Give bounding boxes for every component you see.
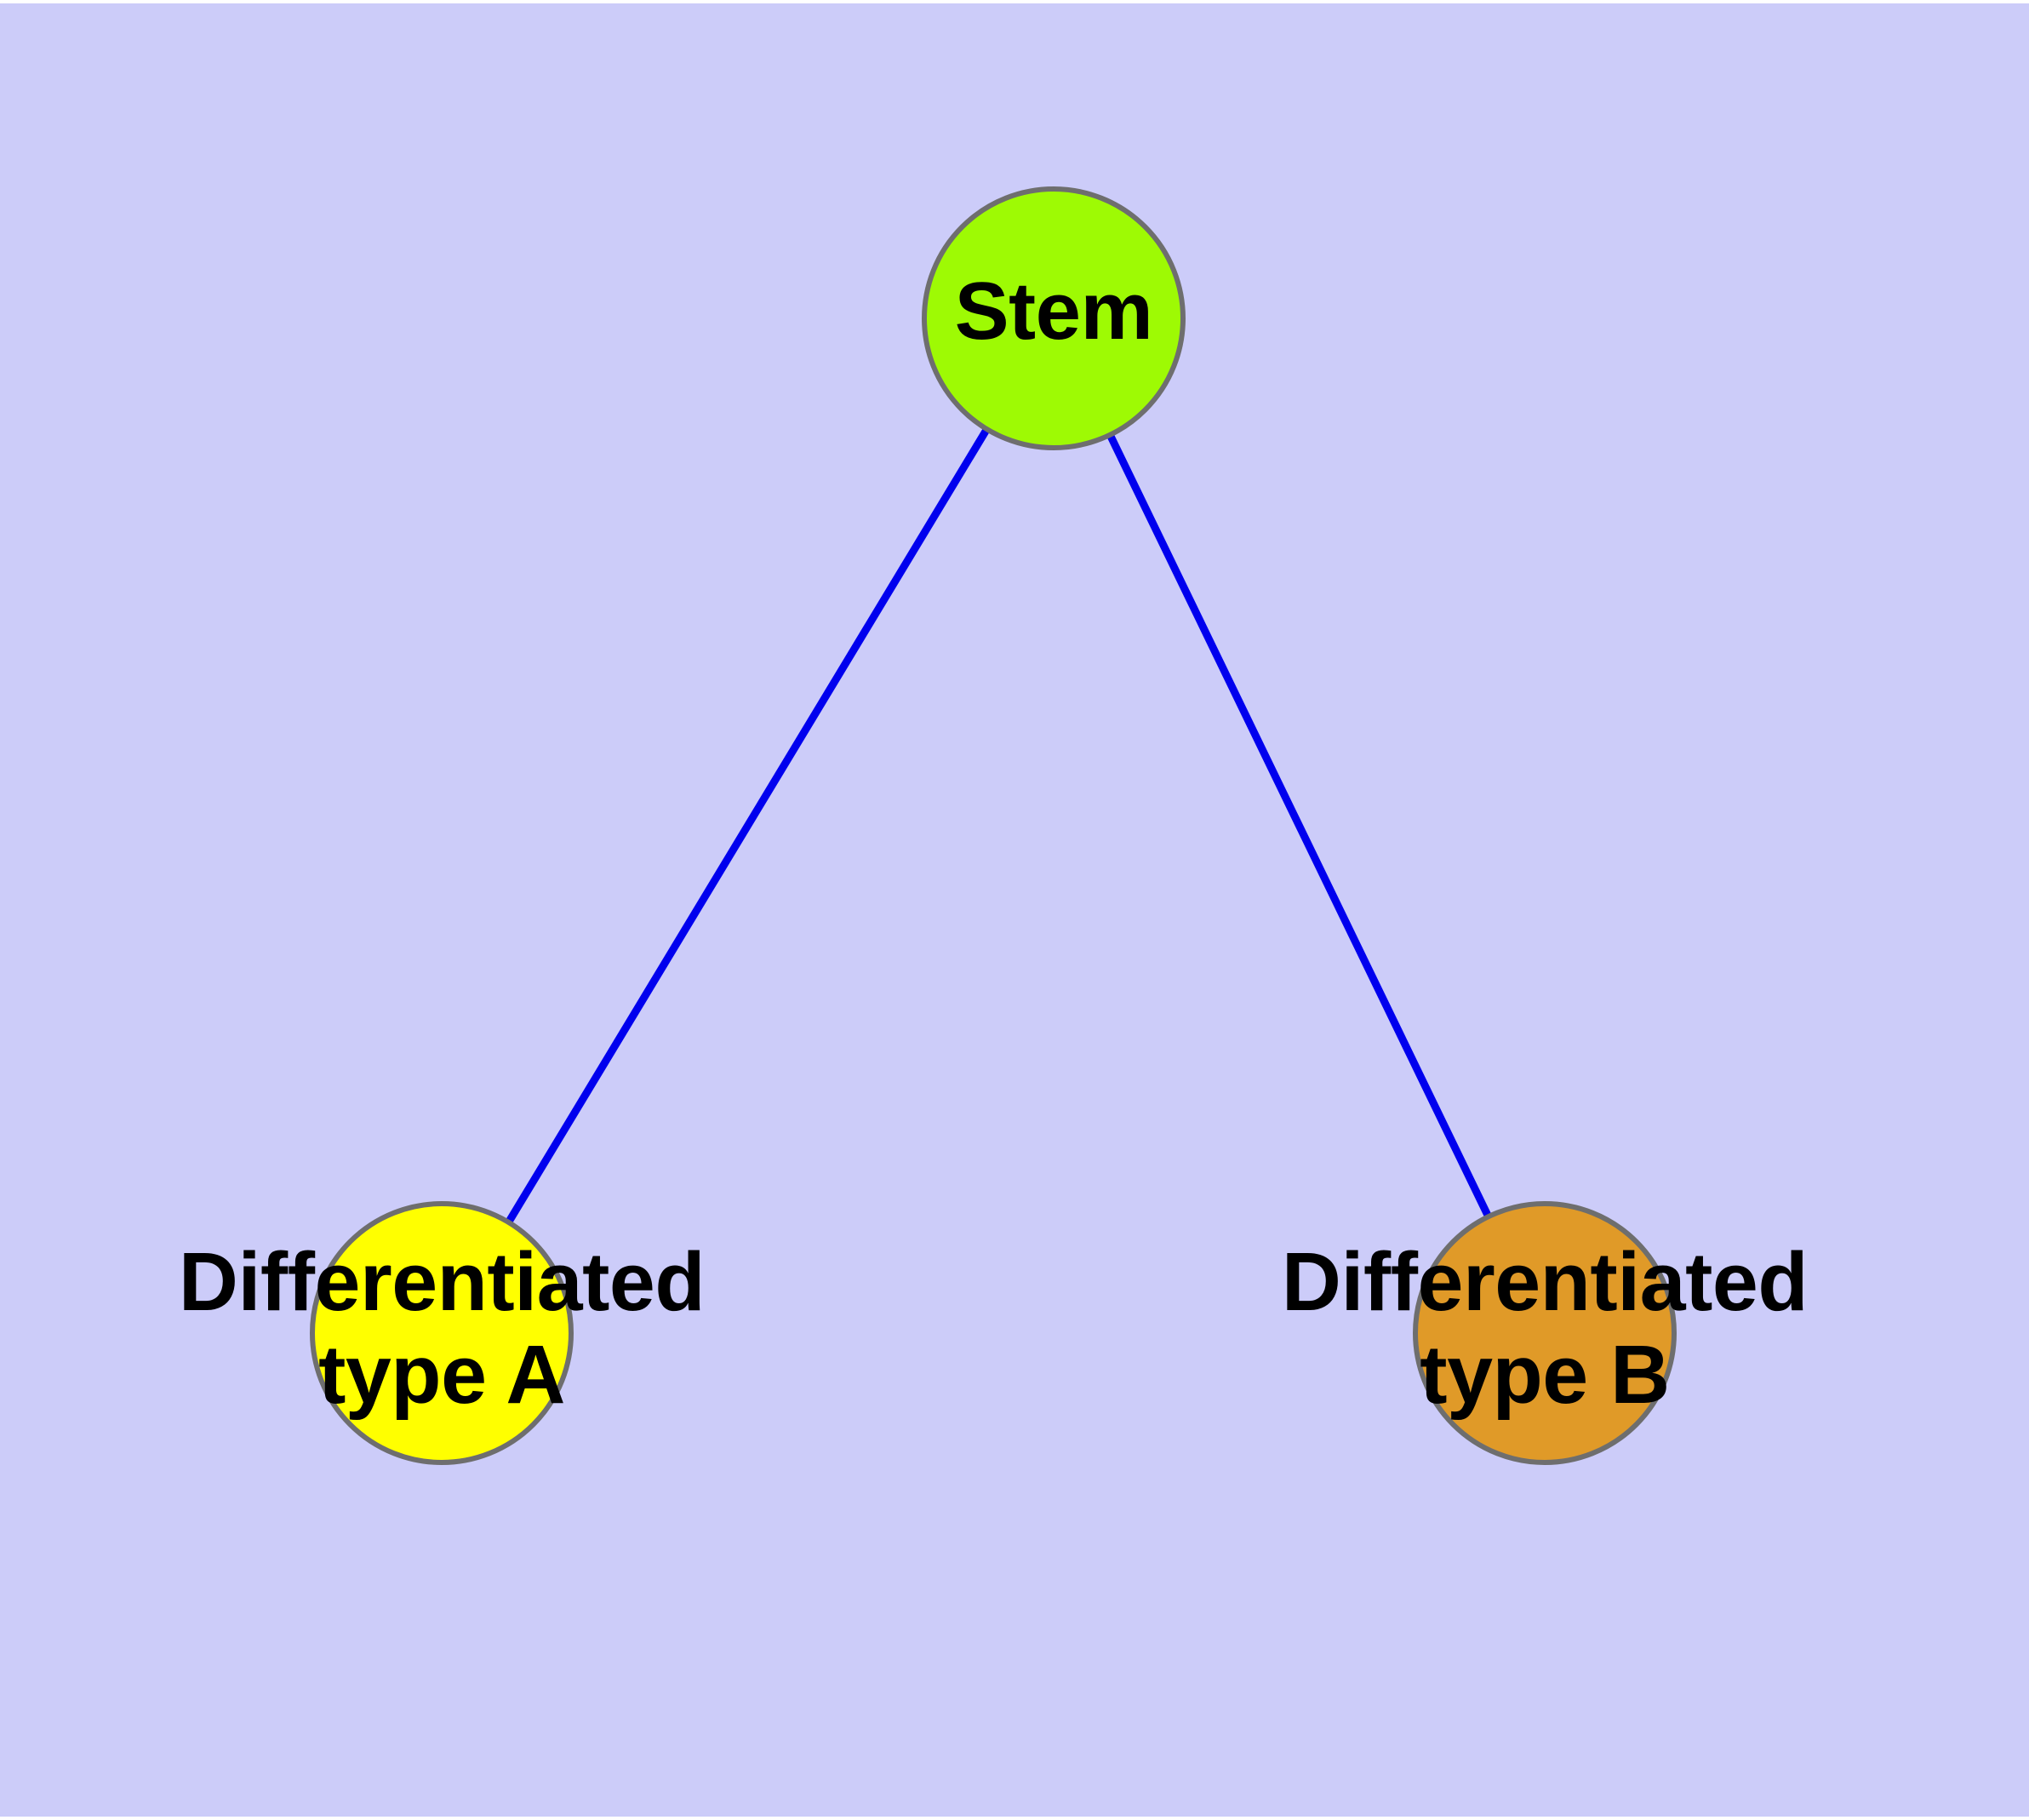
node-differentiated-type-b[interactable]	[1413, 1201, 1677, 1465]
node-differentiated-type-a[interactable]	[310, 1201, 574, 1465]
edge-stem-to-diff-b	[1049, 317, 1549, 1335]
nodes-layer	[310, 186, 1677, 1465]
edge-stem-to-diff-a	[438, 316, 1057, 1336]
node-stem[interactable]	[922, 186, 1186, 450]
edges-layer	[438, 316, 1549, 1336]
